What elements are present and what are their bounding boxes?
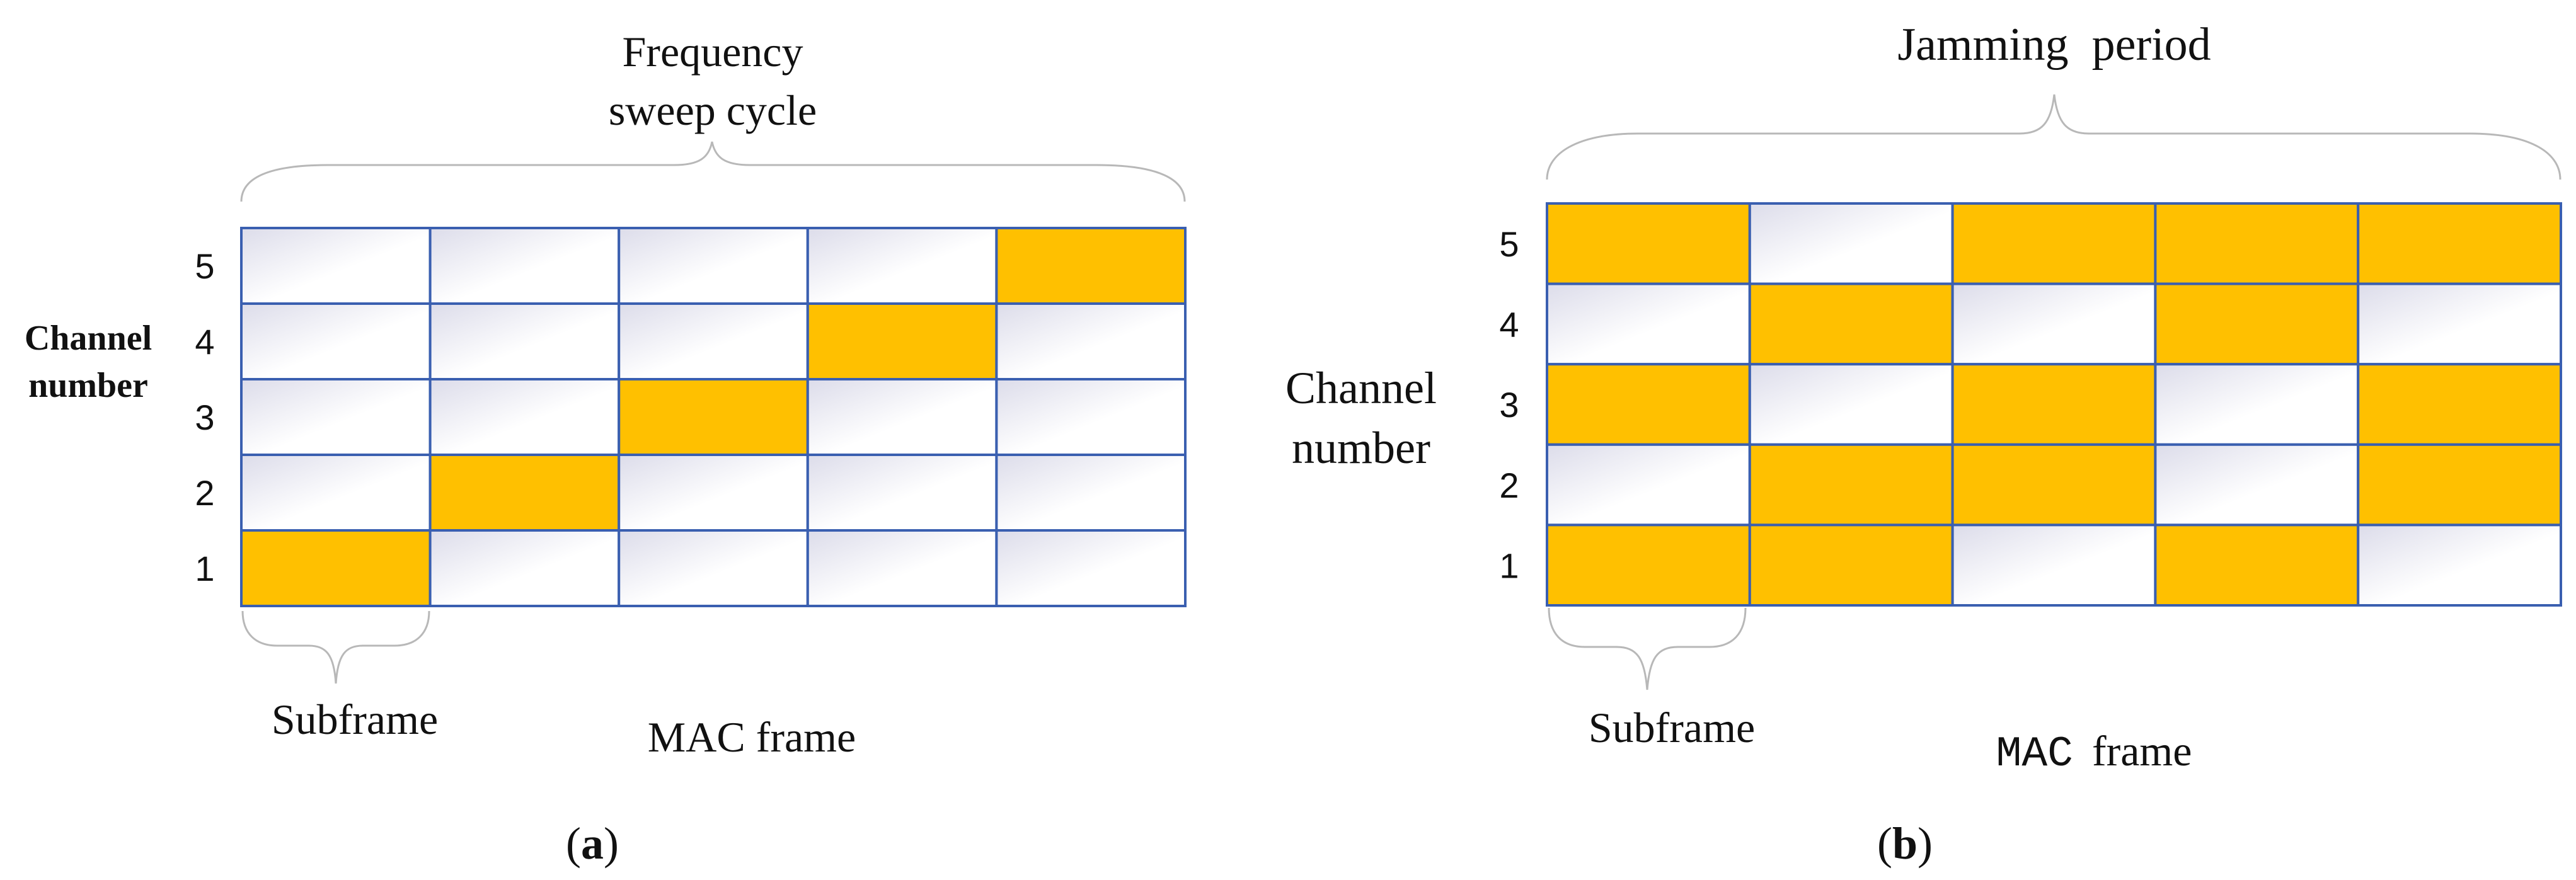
jamming-period-brace bbox=[1546, 94, 2562, 180]
channel-grid-a: 5 4 3 2 1 bbox=[195, 227, 1187, 607]
free-subframe-cell bbox=[1951, 282, 2157, 366]
free-subframe-cell bbox=[428, 378, 621, 456]
sweep-cycle-label-line1: Frequency bbox=[622, 28, 803, 76]
free-subframe-cell bbox=[806, 227, 998, 305]
free-subframe-cell bbox=[618, 454, 809, 532]
mac-frame-label-a: MAC frame bbox=[648, 713, 856, 761]
free-subframe-cell bbox=[995, 378, 1187, 456]
subframe-label-a: Subframe bbox=[272, 695, 438, 743]
caption-letter-a: a bbox=[581, 818, 604, 869]
jammed-subframe-cell bbox=[2154, 523, 2360, 607]
jamming-period-label: Jamming period bbox=[1897, 19, 2211, 71]
free-subframe-cell bbox=[428, 227, 621, 305]
channel-tick-label: 5 bbox=[1499, 224, 1519, 264]
y-axis-label-line2: number bbox=[28, 366, 148, 405]
jammed-subframe-cell bbox=[1748, 523, 1954, 607]
channel-tick-label: 2 bbox=[195, 473, 214, 513]
channel-tick-label: 5 bbox=[195, 246, 214, 286]
channel-tick-label: 4 bbox=[195, 322, 214, 362]
channel-tick-label: 2 bbox=[1499, 466, 1519, 505]
caption-letter-b: b bbox=[1892, 818, 1918, 869]
jammed-subframe-cell bbox=[2357, 202, 2562, 285]
sweep-cycle-brace bbox=[240, 141, 1186, 202]
jammed-subframe-cell bbox=[428, 454, 621, 532]
mac-frame-label-b: MAC frame bbox=[1996, 727, 2192, 779]
jammed-subframe-cell bbox=[618, 378, 809, 456]
free-subframe-cell bbox=[240, 302, 432, 380]
free-subframe-cell bbox=[1748, 363, 1954, 446]
free-subframe-cell bbox=[1546, 443, 1751, 527]
jammed-subframe-cell bbox=[1546, 363, 1751, 446]
jammed-subframe-cell bbox=[2357, 363, 2562, 446]
free-subframe-cell bbox=[2357, 282, 2562, 366]
channel-tick-label: 3 bbox=[1499, 385, 1519, 425]
channel-tick-label: 3 bbox=[195, 397, 214, 437]
jammed-subframe-cell bbox=[1951, 363, 2157, 446]
y-axis-label-line1: Channel bbox=[25, 319, 152, 358]
free-subframe-cell bbox=[995, 454, 1187, 532]
free-subframe-cell bbox=[1546, 282, 1751, 366]
free-subframe-cell bbox=[1951, 523, 2157, 607]
jammed-subframe-cell bbox=[1546, 523, 1751, 607]
subframe-brace-b bbox=[1548, 607, 1747, 690]
jammed-subframe-cell bbox=[1748, 443, 1954, 527]
jammed-subframe-cell bbox=[1951, 443, 2157, 527]
free-subframe-cell bbox=[428, 302, 621, 380]
panel-a: 5 4 3 2 1 Frequency sweep cycle Channel numb… bbox=[25, 28, 1187, 869]
sweep-cycle-label-line2: sweep cycle bbox=[609, 86, 817, 134]
free-subframe-cell bbox=[995, 302, 1187, 380]
jammed-subframe-cell bbox=[1546, 202, 1751, 285]
y-axis-label-b-line1: Channel bbox=[1285, 363, 1437, 413]
caption-b: (b) bbox=[1877, 818, 1933, 869]
y-axis-label-b-line2: number bbox=[1292, 423, 1430, 473]
free-subframe-cell bbox=[995, 529, 1187, 607]
jammed-subframe-cell bbox=[1748, 282, 1954, 366]
channel-tick-label: 1 bbox=[1499, 546, 1519, 585]
panel-b: 5 4 3 2 1 Jamming period Channel number Subf… bbox=[1285, 19, 2562, 869]
channel-grid-b: 5 4 3 2 1 bbox=[1499, 202, 2562, 607]
free-subframe-cell bbox=[806, 529, 998, 607]
subframe-brace-a bbox=[241, 610, 430, 684]
caption-a: (a) bbox=[566, 818, 619, 869]
free-subframe-cell bbox=[240, 454, 432, 532]
jammed-subframe-cell bbox=[2154, 202, 2360, 285]
jammed-subframe-cell bbox=[806, 302, 998, 380]
free-subframe-cell bbox=[240, 378, 432, 456]
free-subframe-cell bbox=[1748, 202, 1954, 285]
jammed-subframe-cell bbox=[995, 227, 1187, 305]
free-subframe-cell bbox=[806, 454, 998, 532]
jammed-subframe-cell bbox=[240, 529, 432, 607]
jammed-subframe-cell bbox=[2154, 282, 2360, 366]
channel-tick-label: 4 bbox=[1499, 305, 1519, 345]
free-subframe-cell bbox=[2154, 443, 2360, 527]
jammed-subframe-cell bbox=[2357, 443, 2562, 527]
free-subframe-cell bbox=[618, 302, 809, 380]
jammed-subframe-cell bbox=[1951, 202, 2157, 285]
free-subframe-cell bbox=[618, 227, 809, 305]
free-subframe-cell bbox=[2154, 363, 2360, 446]
channel-tick-label: 1 bbox=[195, 549, 214, 588]
subframe-label-b: Subframe bbox=[1589, 704, 1755, 751]
mac-frame-label-b-part2: frame bbox=[2092, 727, 2192, 775]
free-subframe-cell bbox=[428, 529, 621, 607]
free-subframe-cell bbox=[618, 529, 809, 607]
free-subframe-cell bbox=[2357, 523, 2562, 607]
mac-frame-label-b-part1: MAC bbox=[1996, 730, 2073, 779]
free-subframe-cell bbox=[806, 378, 998, 456]
free-subframe-cell bbox=[240, 227, 432, 305]
